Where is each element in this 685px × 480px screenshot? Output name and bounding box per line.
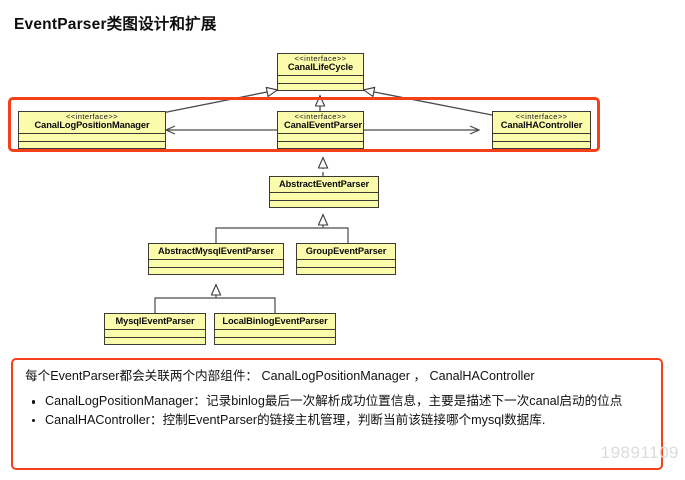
- uml-operations-compartment: [149, 266, 283, 274]
- uml-attributes-compartment: [297, 258, 395, 267]
- stereotype-label: <<interface>>: [515, 112, 568, 121]
- uml-node-canal-log-position-manager[interactable]: <<interface>> CanalLogPositionManager: [18, 111, 166, 149]
- list-item: CanalHAController：控制EventParser的链接主机管理，判…: [25, 412, 649, 430]
- uml-node-group-event-parser[interactable]: GroupEventParser: [296, 243, 396, 275]
- diagram-connectors: CanalLifeCycle (generalization, diagonal…: [151, 0, 493, 313]
- uml-node-canal-ha-controller[interactable]: <<interface>> CanalHAController: [492, 111, 591, 149]
- class-name: AbstractMysqlEventParser: [158, 246, 274, 256]
- uml-class-diagram: CanalLifeCycle (generalization, diagonal…: [8, 0, 600, 345]
- stereotype-label: <<interface>>: [65, 112, 119, 121]
- highlight-rectangle-interfaces: [8, 97, 600, 152]
- uml-attributes-compartment: [270, 191, 378, 200]
- uml-node-local-binlog-event-parser[interactable]: LocalBinlogEventParser: [214, 313, 336, 345]
- uml-node-header: <<interface>> CanalLifeCycle: [278, 54, 363, 75]
- edge-tree-to-abstracteventparser: [215, 216, 349, 243]
- uml-operations-compartment: [493, 140, 590, 148]
- uml-operations-compartment: [270, 199, 378, 207]
- uml-attributes-compartment: [278, 74, 363, 83]
- uml-attributes-compartment: [149, 258, 283, 267]
- uml-operations-compartment: [105, 336, 205, 344]
- notes-lead-text: 每个EventParser都会关联两个内部组件： CanalLogPositio…: [25, 369, 535, 383]
- uml-attributes-compartment: [215, 328, 335, 337]
- class-name: CanalLogPositionManager: [34, 119, 150, 130]
- class-name: CanalHAController: [500, 119, 583, 130]
- notes-list: CanalLogPositionManager：记录binlog最后一次解析成功…: [25, 393, 649, 430]
- class-name: AbstractEventParser: [278, 179, 370, 189]
- uml-attributes-compartment: [278, 132, 363, 141]
- uml-attributes-compartment: [493, 132, 590, 141]
- uml-operations-compartment: [297, 266, 395, 274]
- list-item-text: CanalHAController：控制EventParser的链接主机管理，判…: [45, 413, 546, 428]
- uml-node-mysql-event-parser[interactable]: MysqlEventParser: [104, 313, 206, 345]
- uml-node-header: <<interface>> CanalEventParser: [278, 112, 363, 133]
- uml-node-header: GroupEventParser: [297, 244, 395, 259]
- class-name: MysqlEventParser: [115, 316, 195, 326]
- uml-node-header: MysqlEventParser: [105, 314, 205, 329]
- list-item: CanalLogPositionManager：记录binlog最后一次解析成功…: [25, 393, 649, 411]
- uml-attributes-compartment: [105, 328, 205, 337]
- class-name: CanalLifeCycle: [287, 61, 354, 72]
- uml-node-header: AbstractEventParser: [270, 177, 378, 192]
- uml-node-header: <<interface>> CanalHAController: [493, 112, 590, 133]
- uml-operations-compartment: [278, 140, 363, 148]
- stereotype-label: <<interface>>: [294, 112, 347, 121]
- class-name: CanalEventParser: [284, 119, 362, 130]
- page-title: EventParser类图设计和扩展: [14, 16, 217, 33]
- uml-node-canal-event-parser[interactable]: <<interface>> CanalEventParser: [277, 111, 364, 149]
- uml-node-abstract-event-parser[interactable]: AbstractEventParser: [269, 176, 379, 208]
- uml-node-header: <<interface>> CanalLogPositionManager: [19, 112, 165, 133]
- class-name: LocalBinlogEventParser: [222, 316, 328, 326]
- uml-operations-compartment: [19, 140, 165, 148]
- uml-node-header: AbstractMysqlEventParser: [149, 244, 283, 259]
- uml-node-abstract-mysql-event-parser[interactable]: AbstractMysqlEventParser: [148, 243, 284, 275]
- edge-hacontroller-to-lifecycle: [364, 90, 493, 116]
- bullet-dot-icon: [32, 400, 36, 404]
- class-name: GroupEventParser: [305, 246, 387, 256]
- uml-operations-compartment: [278, 82, 363, 90]
- notes-panel: 每个EventParser都会关联两个内部组件： CanalLogPositio…: [11, 358, 663, 470]
- uml-operations-compartment: [215, 336, 335, 344]
- uml-attributes-compartment: [19, 132, 165, 141]
- bullet-dot-icon: [32, 419, 36, 423]
- edge-logpositionmanager-to-lifecycle: [151, 90, 277, 116]
- edge-tree-to-abstractmysqleventparser: [154, 286, 276, 313]
- uml-node-canal-life-cycle[interactable]: <<interface>> CanalLifeCycle: [277, 53, 364, 91]
- uml-node-header: LocalBinlogEventParser: [215, 314, 335, 329]
- stereotype-label: <<interface>>: [294, 54, 347, 63]
- list-item-text: CanalLogPositionManager：记录binlog最后一次解析成功…: [45, 394, 623, 409]
